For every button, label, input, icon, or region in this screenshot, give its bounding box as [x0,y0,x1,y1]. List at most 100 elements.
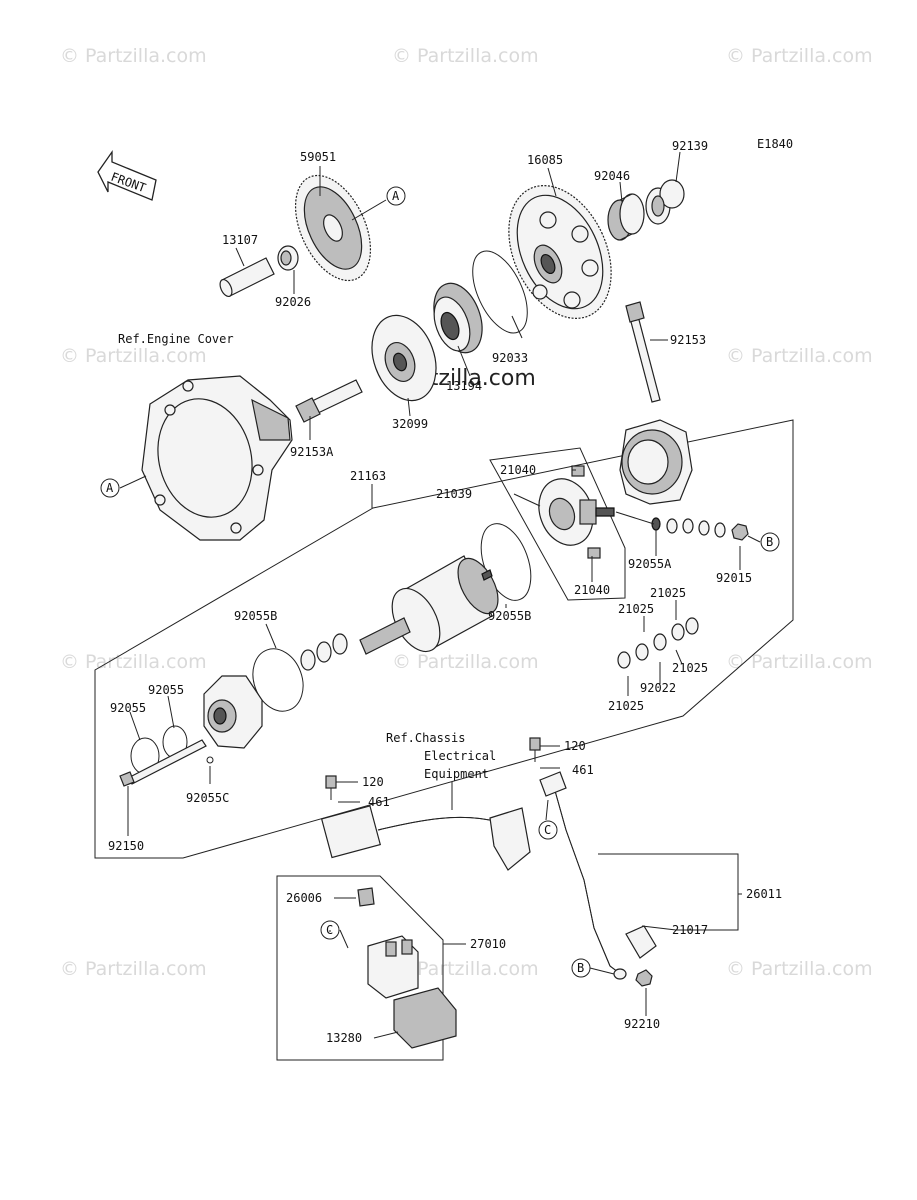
callout-a-top-label: A [392,189,400,203]
watermark-5: © Partzilla.com [726,345,873,367]
part-label-21040-top: 21040 [500,463,536,477]
clutch-13194-icon [433,282,483,354]
gear-16085-icon [508,185,612,319]
shaft-13107-icon [219,257,275,298]
part-label-59051: 59051 [300,150,336,164]
part-label-92210: 92210 [624,1017,660,1031]
watermark-6: © Partzilla.com [60,651,207,673]
part-label-92033: 92033 [492,351,528,365]
callout-a-left: A [100,478,120,498]
front-arrow-icon: FRONT [97,149,157,201]
callout-c-left: C [320,920,340,940]
part-label-13280: 13280 [326,1031,362,1045]
watermark-10: © Partzilla.com [392,958,539,980]
bolt-92150-icon [119,739,207,787]
relay-27010-icon [367,935,419,999]
part-label-92046: 92046 [594,169,630,183]
part-label-13107: 13107 [222,233,258,247]
part-label-92026: 92026 [275,295,311,309]
callout-b-bottom-label: B [577,961,584,975]
part-label-92022: 92022 [640,681,676,695]
part-labels: 59051 13107 92026 16085 92046 92139 9203… [108,139,782,1045]
bearing-92046-icon [607,193,645,241]
cap-26006-icon [357,887,375,907]
part-label-26011: 26011 [746,887,782,901]
part-label-92150: 92150 [108,839,144,853]
part-label-21040-bottom: 21040 [574,583,610,597]
washer-set-left-icon [300,633,348,671]
part-label-92015: 92015 [716,571,752,585]
bolt-92153A-icon [295,379,363,423]
washer-set-right-icon [651,517,726,538]
gear-59051-icon [294,174,372,282]
part-label-92153A: 92153A [290,445,334,459]
part-label-26006: 26006 [286,891,322,905]
part-label-92153: 92153 [670,333,706,347]
ref-chassis-line2: Electrical [424,749,496,763]
watermark-9: © Partzilla.com [60,958,207,980]
part-label-32099: 32099 [392,417,428,431]
o-ring-92055C-icon [206,756,214,764]
part-label-21039: 21039 [436,487,472,501]
ref-chassis-line3: Equipment [424,767,489,781]
relay-cable-icon [320,805,531,871]
part-label-21025-b: 21025 [618,602,654,616]
brush-21040-bottom-icon [587,547,601,559]
part-label-120-left: 120 [362,775,384,789]
callout-a-top: A [386,186,406,206]
part-label-120-right: 120 [564,739,586,753]
watermark-2: © Partzilla.com [392,45,539,67]
cover-13280-icon [393,987,457,1049]
part-label-92055-upper: 92055 [148,683,184,697]
starter-motor-yoke-icon [359,555,499,655]
callout-b-bottom: B [571,958,591,978]
watermark-4: © Partzilla.com [60,345,207,367]
nut-92210-icon [635,969,653,987]
callout-c-right-label: C [544,823,551,837]
part-label-92055A: 92055A [628,557,672,571]
watermark-8: © Partzilla.com [726,651,873,673]
part-label-21025-c: 21025 [672,661,708,675]
watermark-7: © Partzilla.com [392,651,539,673]
ref-engine-cover-label: Ref.Engine Cover [118,332,234,346]
starter-cable-26011-icon [539,771,657,980]
part-label-21025-a: 21025 [650,586,686,600]
part-label-461-right: 461 [572,763,594,777]
starter-motor-assembly-box [94,419,794,859]
nut-92015-icon [731,523,749,541]
housing-32099-icon [371,314,437,402]
part-label-16085: 16085 [527,153,563,167]
part-label-92055B-right: 92055B [488,609,531,623]
o-ring-92055B-left-icon [252,648,304,712]
callout-c-right: C [538,820,558,840]
motor-end-cover-icon [619,419,693,505]
brush-21040-top-icon [571,465,585,477]
part-label-13194: 13194 [446,379,482,393]
ref-chassis-line1: Ref.Chassis [386,731,465,745]
collar-92026-icon [277,245,299,271]
part-label-27010: 27010 [470,937,506,951]
part-label-92055C: 92055C [186,791,229,805]
part-label-92055-lower: 92055 [110,701,146,715]
callout-b-right-label: B [766,535,773,549]
part-label-21017: 21017 [672,923,708,937]
part-label-461-left: 461 [368,795,390,809]
washer-stack-21025-icon [617,617,699,669]
watermark-3: © Partzilla.com [726,45,873,67]
bolt-120-right-icon [529,737,541,762]
circlip-92033-icon [472,250,528,334]
engine-cover-icon [141,375,293,541]
watermark-1: © Partzilla.com [60,45,207,67]
bolt-120-left-icon [325,775,337,800]
brush-plate-21039-icon [538,478,615,546]
watermarks: © Partzilla.com © Partzilla.com © Partzi… [60,45,873,980]
leader-lines [119,151,761,1039]
collar-92139-icon [645,179,685,225]
watermark-11: © Partzilla.com [726,958,873,980]
callout-c-left-label: C [326,923,333,937]
part-label-21025-d: 21025 [608,699,644,713]
bolt-92153-icon [625,301,661,403]
callout-a-left-label: A [106,481,114,495]
part-label-92055B-left: 92055B [234,609,277,623]
